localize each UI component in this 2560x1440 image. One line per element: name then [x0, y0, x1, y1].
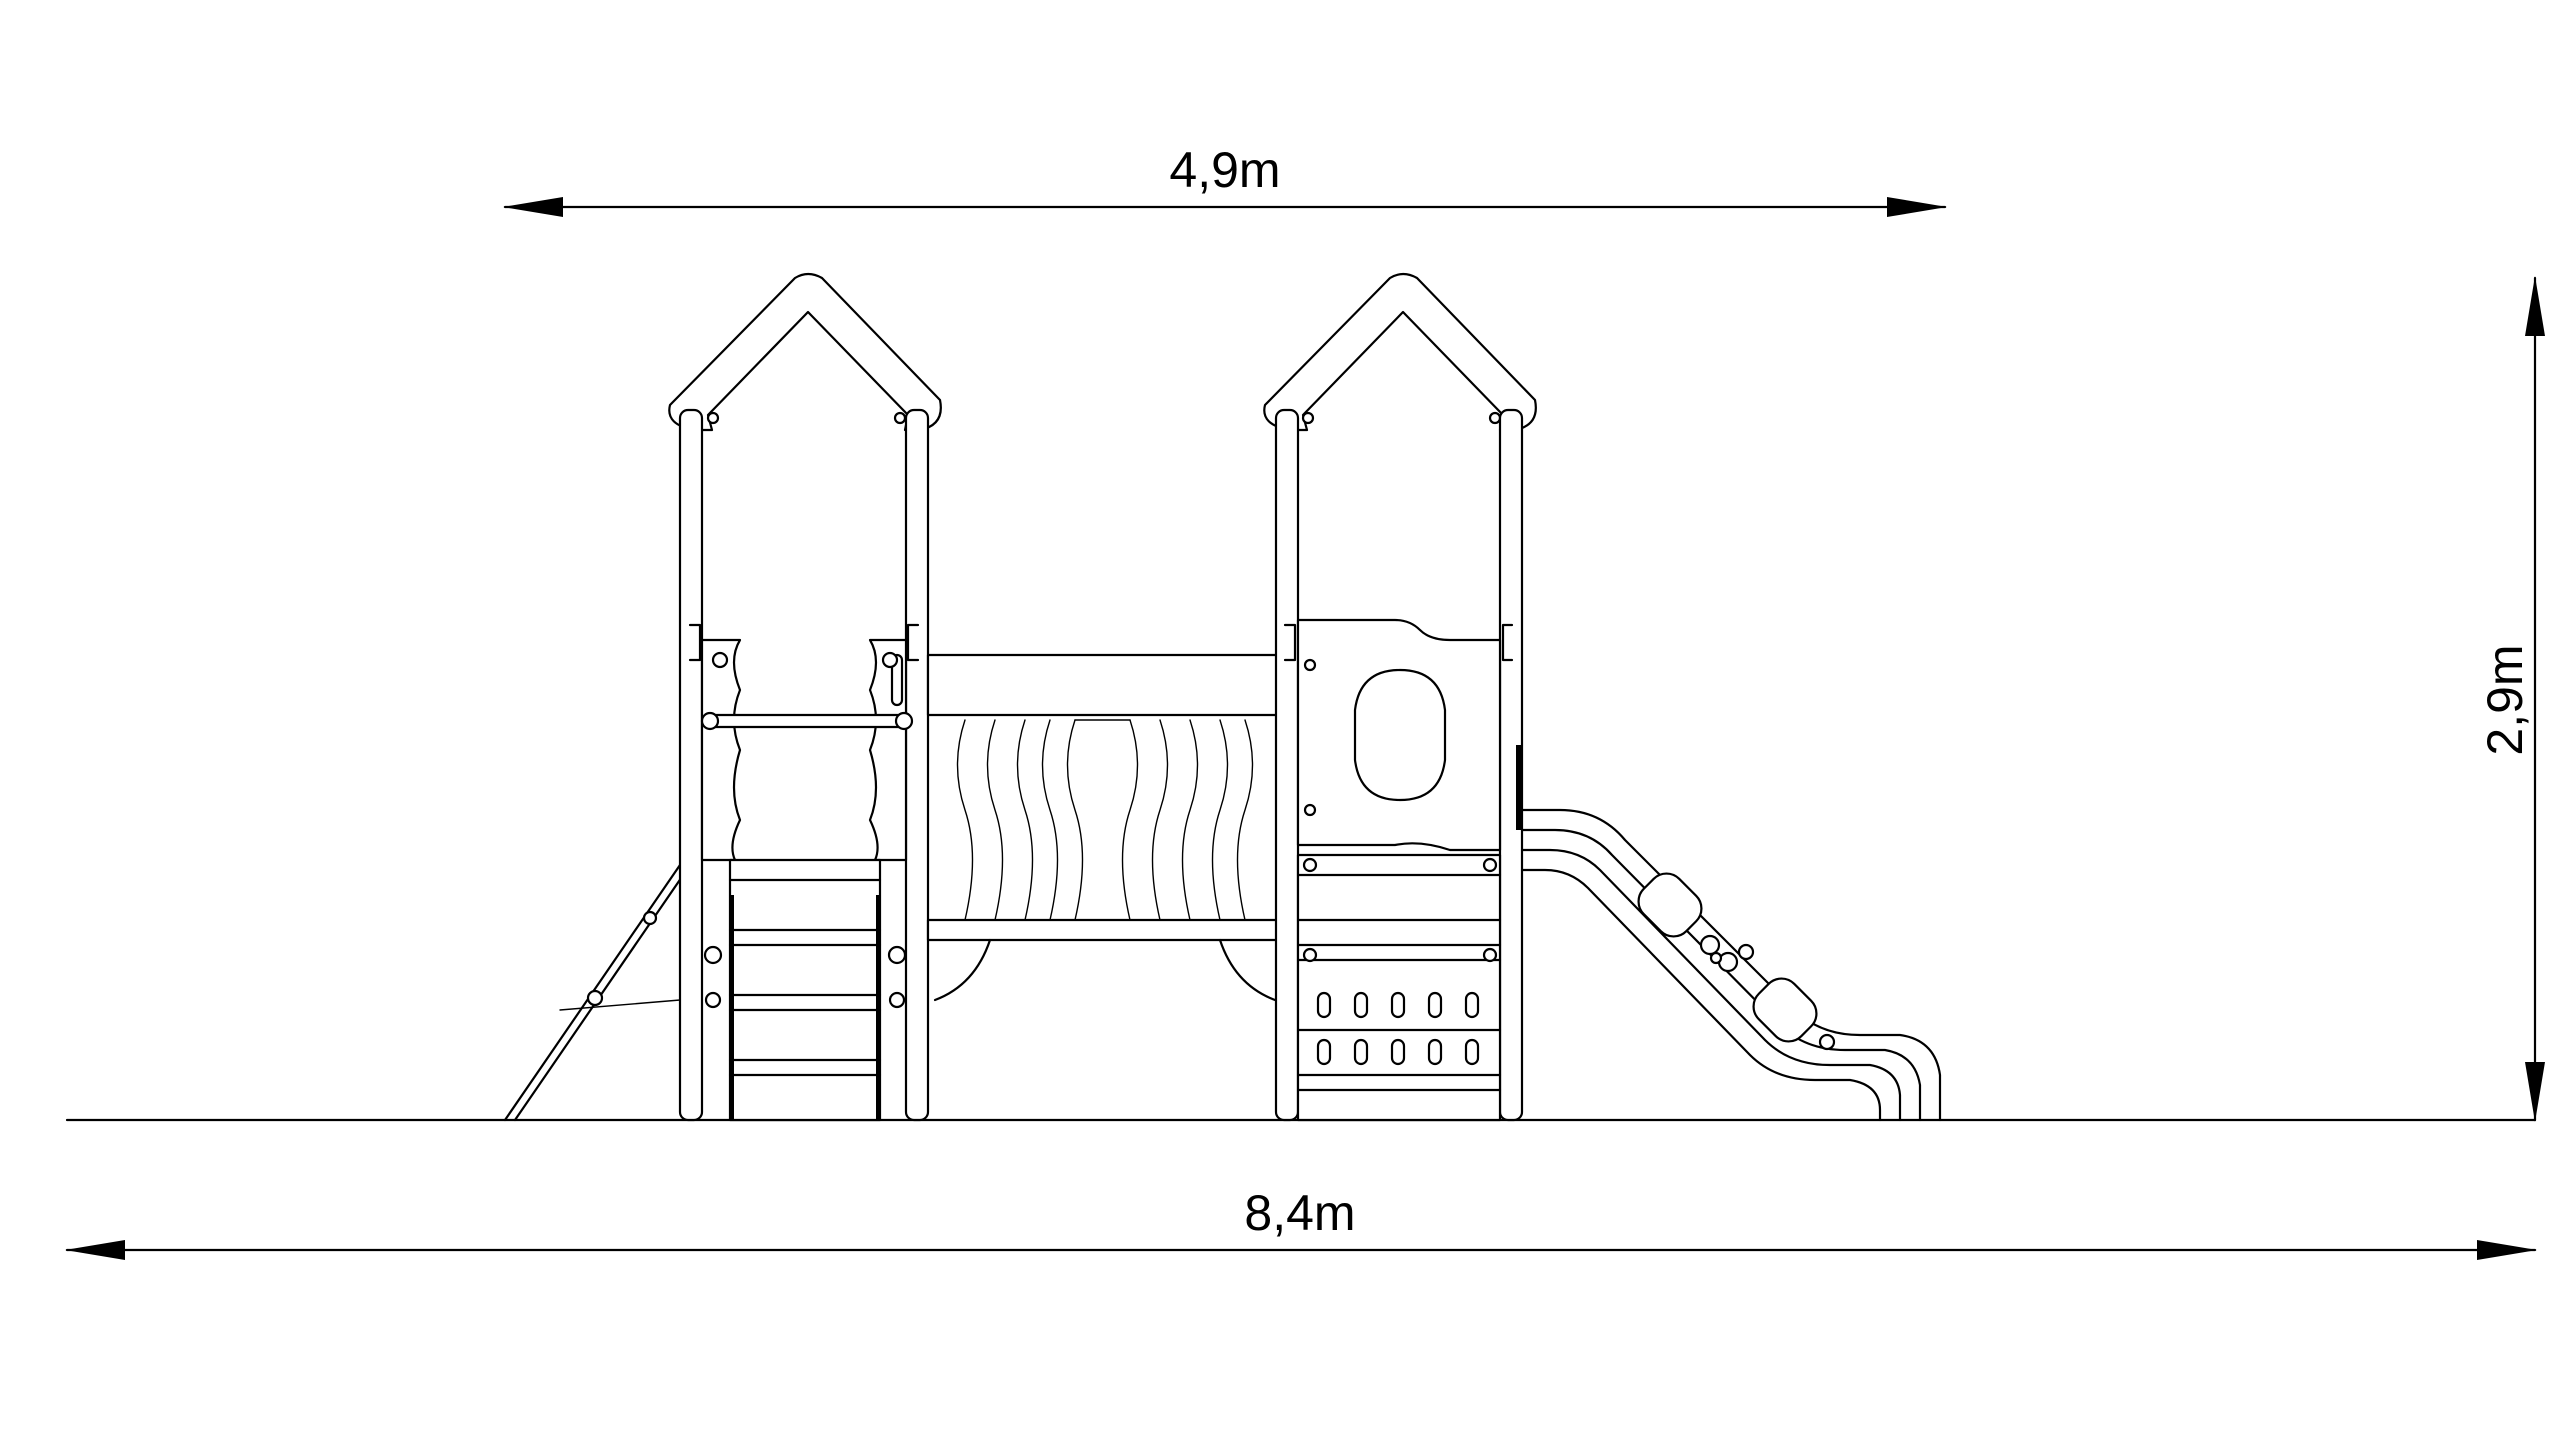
dimension-height-label: 2,9m — [2477, 644, 2533, 755]
right-tower-window — [1353, 668, 1447, 802]
left-tower-post-2 — [904, 408, 930, 1122]
left-roof — [668, 272, 942, 432]
left-tower-ladder — [728, 858, 882, 1122]
bridge — [926, 653, 1281, 1002]
left-tower — [668, 272, 942, 1122]
dimension-top: 4,9m — [503, 142, 1947, 217]
slide-hood-top — [1637, 872, 1703, 938]
right-tower — [1263, 272, 1537, 1122]
dimension-bottom-label: 8,4m — [1244, 1185, 1355, 1241]
dimension-height: 2,9m — [2477, 276, 2545, 1122]
slide-hood-bottom — [1752, 977, 1818, 1043]
slide — [1520, 808, 1942, 1122]
right-roof — [1263, 272, 1537, 432]
left-tower-bar — [706, 713, 908, 729]
dimension-top-label: 4,9m — [1169, 142, 1280, 198]
right-tower-post-1 — [1274, 408, 1300, 1122]
bridge-top-rail — [926, 653, 1280, 717]
bridge-deck — [926, 918, 1280, 942]
right-tower-steps — [1296, 853, 1502, 1122]
left-tower-post-1 — [678, 408, 704, 1122]
climbing-net — [503, 863, 690, 1122]
dimension-bottom: 8,4m — [65, 1185, 2537, 1260]
